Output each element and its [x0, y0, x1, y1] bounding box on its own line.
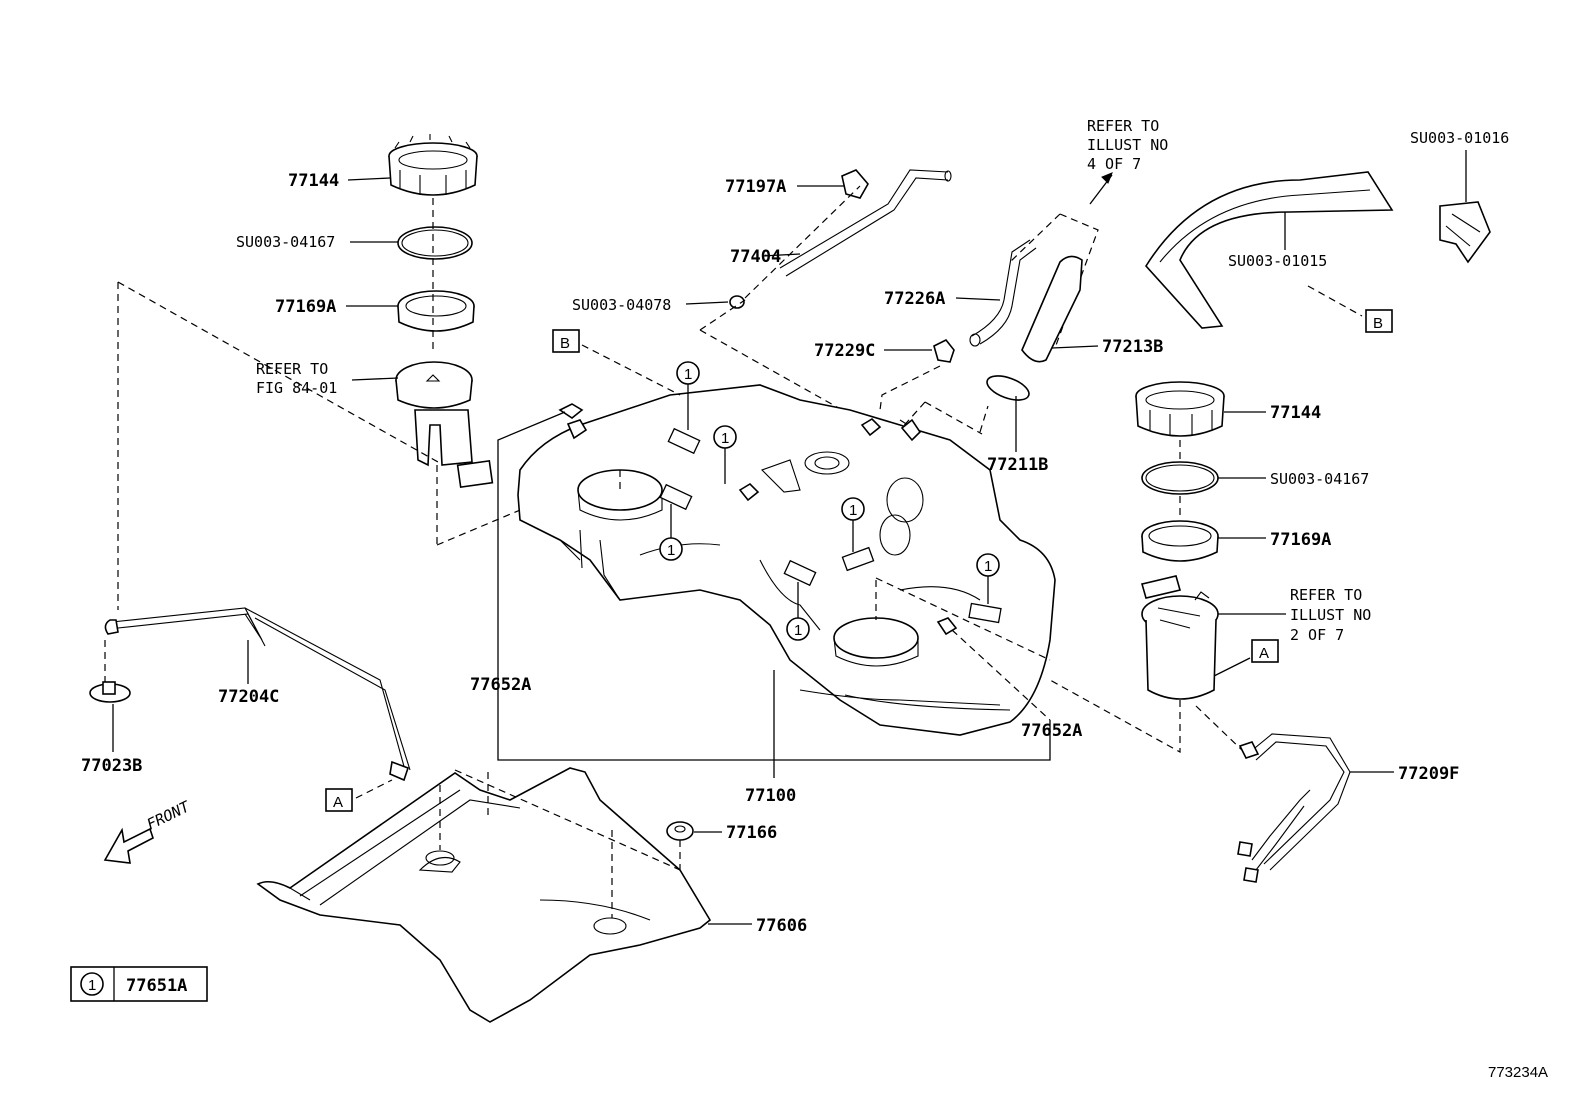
label-77652a-right: 77652A — [1021, 721, 1082, 741]
fuel-line-77204c — [104, 607, 411, 782]
label-77204c: 77204C — [218, 687, 279, 707]
ref-b-right: B — [1373, 315, 1383, 332]
fuel-tank-77100 — [517, 384, 1056, 736]
label-su003-01015: SU003-01015 — [1228, 252, 1327, 270]
ref-a-right: A — [1259, 645, 1269, 662]
clip-77023b — [89, 681, 131, 703]
label-su003-04167-right: SU003-04167 — [1270, 470, 1369, 488]
fuel-line-77209f — [1237, 733, 1351, 883]
pads-77651a — [659, 427, 1002, 624]
ref-b-top: B — [560, 335, 570, 352]
callout-1-markers — [659, 361, 1000, 641]
grommet-77166 — [666, 821, 694, 841]
figure-id: 773234A — [1488, 1064, 1548, 1081]
label-77652a-left: 77652A — [470, 675, 531, 695]
refer-illust2-line1: REFER TO — [1290, 586, 1362, 604]
label-77144-right: 77144 — [1270, 403, 1321, 423]
refer-illust4-line2: ILLUST NO — [1087, 136, 1168, 154]
hose-77213b — [1021, 255, 1083, 363]
callout-1-d: 1 — [849, 502, 857, 519]
callout-1-b: 1 — [721, 430, 729, 447]
label-su003-04167-left: SU003-04167 — [236, 233, 335, 251]
fuel-pump-left — [395, 361, 494, 489]
label-77213b: 77213B — [1102, 337, 1163, 357]
refer-illust2-line3: 2 OF 7 — [1290, 626, 1344, 644]
label-77404: 77404 — [730, 247, 781, 267]
gasket-left — [397, 226, 473, 260]
legend — [70, 966, 208, 1002]
legend-part: 77651A — [126, 976, 187, 996]
lock-ring-left — [388, 134, 478, 196]
legend-symbol: 1 — [88, 977, 96, 994]
label-77226a: 77226A — [884, 289, 945, 309]
clip-su003-04078 — [729, 295, 745, 309]
seal-ring-right — [1141, 520, 1219, 562]
callout-1-f: 1 — [984, 558, 992, 575]
refer-fig-line1: REFER TO — [256, 360, 328, 378]
label-77166: 77166 — [726, 823, 777, 843]
label-77169a-left: 77169A — [275, 297, 336, 317]
ref-box-a-bottom — [325, 788, 353, 812]
heat-shield-77606 — [256, 767, 712, 1023]
hose-77226a — [969, 239, 1037, 347]
label-77229c: 77229C — [814, 341, 875, 361]
label-su003-04078: SU003-04078 — [572, 296, 671, 314]
gasket-right — [1141, 461, 1219, 495]
hose-77404 — [779, 169, 952, 277]
lock-ring-right — [1135, 381, 1225, 437]
clamp-77229c — [933, 338, 955, 363]
ref-box-b-top — [552, 329, 580, 353]
label-su003-01016: SU003-01016 — [1410, 129, 1509, 147]
ref-a-bottom: A — [333, 794, 343, 811]
label-77100: 77100 — [745, 786, 796, 806]
fuel-pump-right — [1141, 575, 1219, 700]
protector-su003-01015 — [1145, 171, 1394, 329]
clamp-77197a — [841, 169, 869, 199]
callout-1-e: 1 — [794, 622, 802, 639]
refer-illust4-line1: REFER TO — [1087, 117, 1159, 135]
label-77144-left: 77144 — [288, 171, 339, 191]
front-arrow-icon — [103, 827, 154, 864]
callout-1-c: 1 — [667, 542, 675, 559]
refer-illust2-line2: ILLUST NO — [1290, 606, 1371, 624]
refer-illust4-line3: 4 OF 7 — [1087, 155, 1141, 173]
label-77606: 77606 — [756, 916, 807, 936]
front-label: FRONT — [144, 797, 193, 833]
ref-box-b-right — [1365, 309, 1393, 333]
seal-ring-left — [397, 290, 475, 332]
callout-1-a: 1 — [684, 366, 692, 383]
label-77197a: 77197A — [725, 177, 786, 197]
ref-box-a-right — [1251, 639, 1279, 663]
label-77211b: 77211B — [987, 455, 1048, 475]
refer-fig-line2: FIG 84-01 — [256, 379, 337, 397]
label-77023b: 77023B — [81, 756, 142, 776]
label-77169a-right: 77169A — [1270, 530, 1331, 550]
clamp-77211b — [986, 375, 1030, 401]
protector-su003-01016 — [1439, 201, 1491, 264]
label-77209f: 77209F — [1398, 764, 1459, 784]
